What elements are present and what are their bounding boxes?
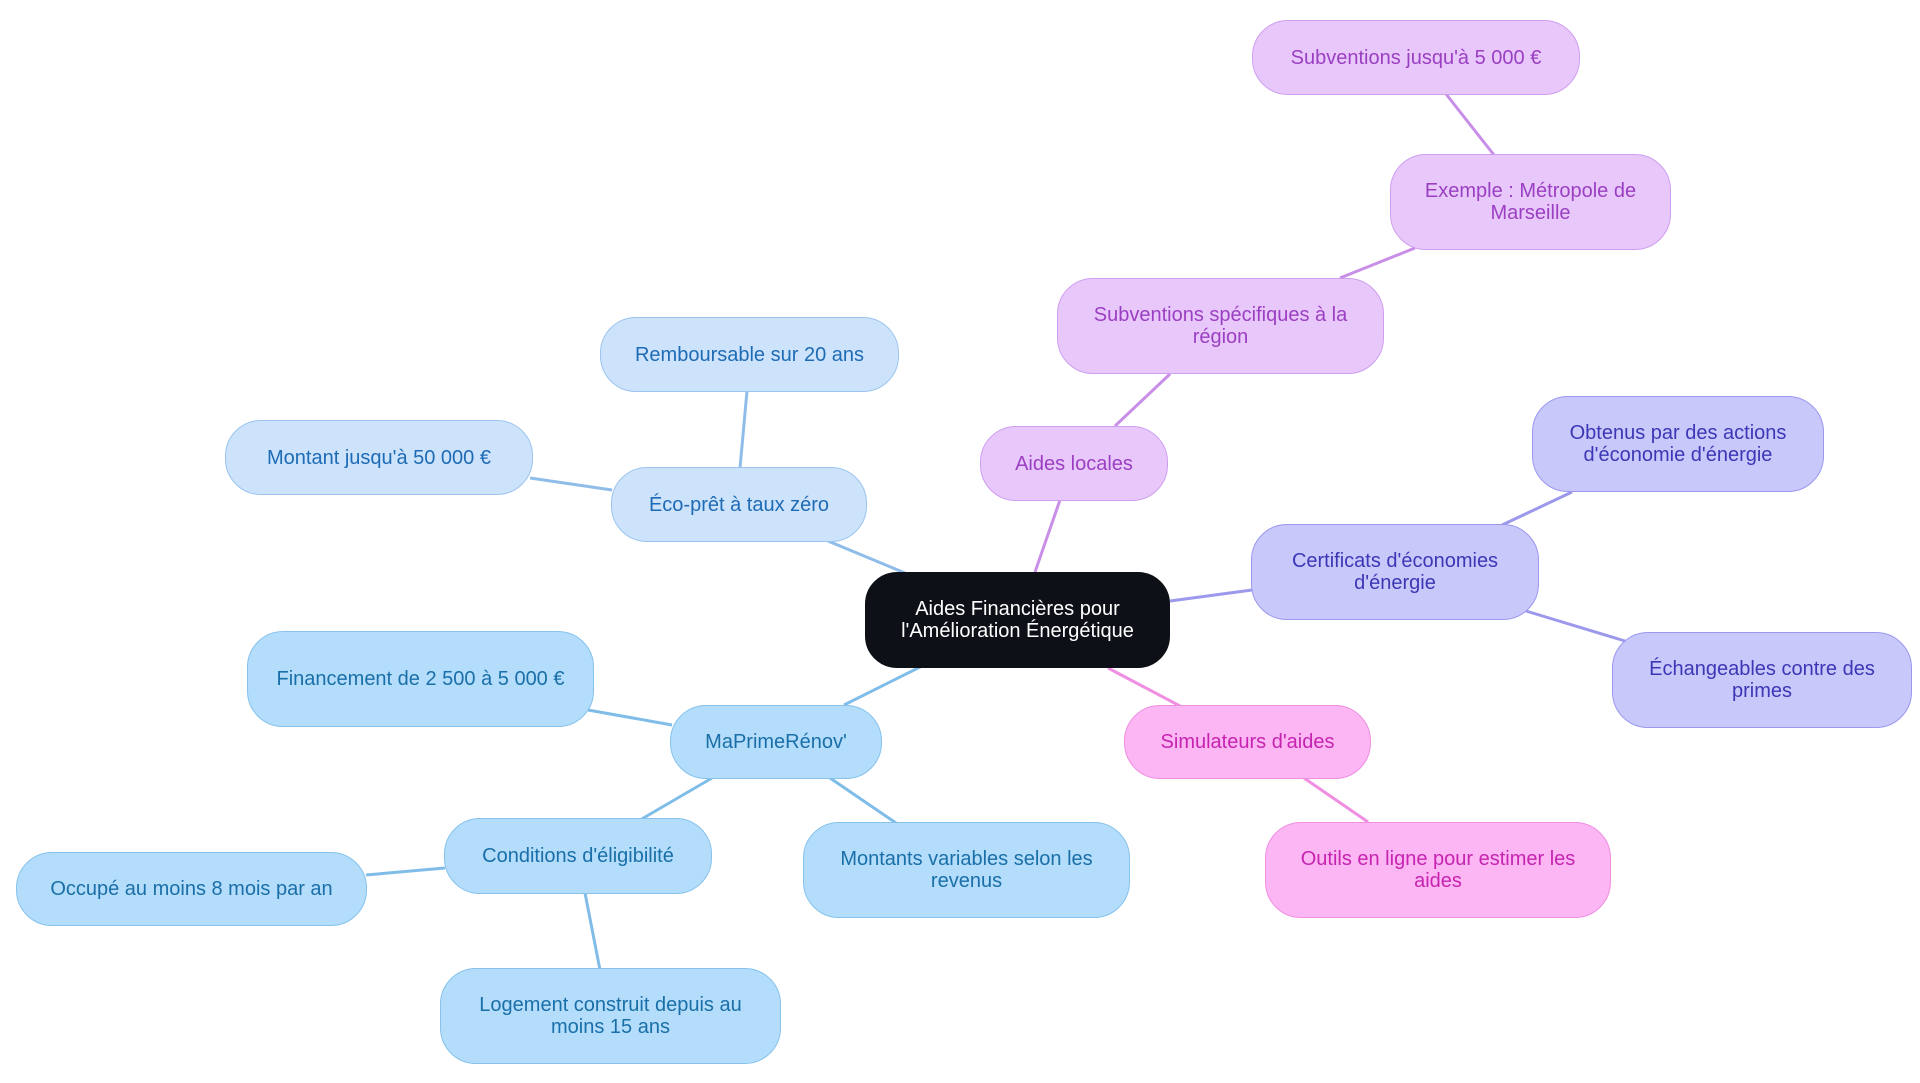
aides-locales-label: Aides locales	[1015, 452, 1133, 475]
remboursable-label: Remboursable sur 20 ans	[634, 343, 864, 366]
conditions-label: Conditions d'éligibilité	[482, 845, 674, 867]
root-node: Aides Financières pour l'Amélioration Én…	[865, 572, 1170, 668]
edge-cee-obtenus	[1499, 490, 1573, 528]
edge-conditions-logement	[583, 892, 602, 971]
edge-maprimerenov-montants	[829, 776, 897, 825]
node-subventions-5000: Subventions jusqu'à 5 000 €	[1252, 20, 1580, 95]
edge-root-locales	[1033, 499, 1062, 573]
edge-simulateurs-outils	[1303, 776, 1369, 824]
node-echangeables: Échangeables contre des primes	[1612, 632, 1912, 728]
node-financement: Financement de 2 500 à 5 000 €	[247, 631, 594, 727]
montant-50000-label: Montant jusqu'à 50 000 €	[267, 446, 491, 469]
edge-conditions-occupe	[365, 866, 446, 877]
edge-root-ecopret	[827, 539, 906, 575]
occupe-label: Occupé au moins 8 mois par an	[50, 878, 333, 900]
maprimerenov-label: MaPrimeRénov'	[705, 731, 847, 753]
edge-ecopret-montant	[529, 476, 613, 492]
node-montant-50000: Montant jusqu'à 50 000 €	[225, 420, 533, 495]
edge-ecopret-rembourse	[738, 390, 749, 469]
edge-root-maprimerenov	[843, 664, 923, 707]
node-logement: Logement construit depuis au moins 15 an…	[440, 968, 781, 1064]
edge-root-simulateurs	[1107, 666, 1181, 708]
node-conditions: Conditions d'éligibilité	[444, 818, 712, 894]
subventions-region-label: Subventions spécifiques à la région	[1093, 304, 1348, 348]
outils-label: Outils en ligne pour estimer les aides	[1300, 848, 1576, 892]
edge-exemple-subv5000	[1444, 93, 1496, 156]
simulateurs-label: Simulateurs d'aides	[1160, 731, 1335, 753]
node-subventions-region: Subventions spécifiques à la région	[1057, 278, 1384, 374]
edge-maprimerenov-conditions	[639, 776, 713, 822]
node-montants-variables: Montants variables selon les revenus	[803, 822, 1130, 918]
ecopret-label: Éco-prêt à taux zéro	[648, 493, 830, 516]
node-remboursable: Remboursable sur 20 ans	[600, 317, 899, 392]
node-aides-locales: Aides locales	[980, 426, 1168, 501]
cee-label: Certificats d'économies d'énergie	[1291, 550, 1499, 594]
obtenus-label: Obtenus par des actions d'économie d'éne…	[1569, 422, 1787, 466]
root-label: Aides Financières pour l'Amélioration Én…	[901, 598, 1134, 642]
logement-label: Logement construit depuis au moins 15 an…	[479, 994, 742, 1038]
exemple-marseille-label: Exemple : Métropole de Marseille	[1424, 180, 1637, 224]
edge-region-exemple	[1339, 246, 1416, 280]
edge-locales-region	[1113, 372, 1172, 428]
node-obtenus: Obtenus par des actions d'économie d'éne…	[1532, 396, 1824, 492]
node-maprimerenov: MaPrimeRénov'	[670, 705, 882, 779]
node-ecopret: Éco-prêt à taux zéro	[611, 467, 867, 542]
edge-cee-echangeables	[1525, 609, 1626, 643]
edge-maprimerenov-financement	[587, 708, 673, 727]
node-simulateurs: Simulateurs d'aides	[1124, 705, 1371, 779]
node-exemple-marseille: Exemple : Métropole de Marseille	[1390, 154, 1671, 250]
edge-root-cee	[1169, 588, 1253, 603]
node-outils: Outils en ligne pour estimer les aides	[1265, 822, 1611, 918]
node-occupe: Occupé au moins 8 mois par an	[16, 852, 367, 926]
subventions-5000-label: Subventions jusqu'à 5 000 €	[1290, 46, 1542, 69]
montants-label: Montants variables selon les revenus	[840, 848, 1093, 892]
financement-label: Financement de 2 500 à 5 000 €	[276, 668, 565, 690]
echangeables-label: Échangeables contre des primes	[1649, 658, 1875, 702]
node-cee: Certificats d'économies d'énergie	[1251, 524, 1539, 620]
